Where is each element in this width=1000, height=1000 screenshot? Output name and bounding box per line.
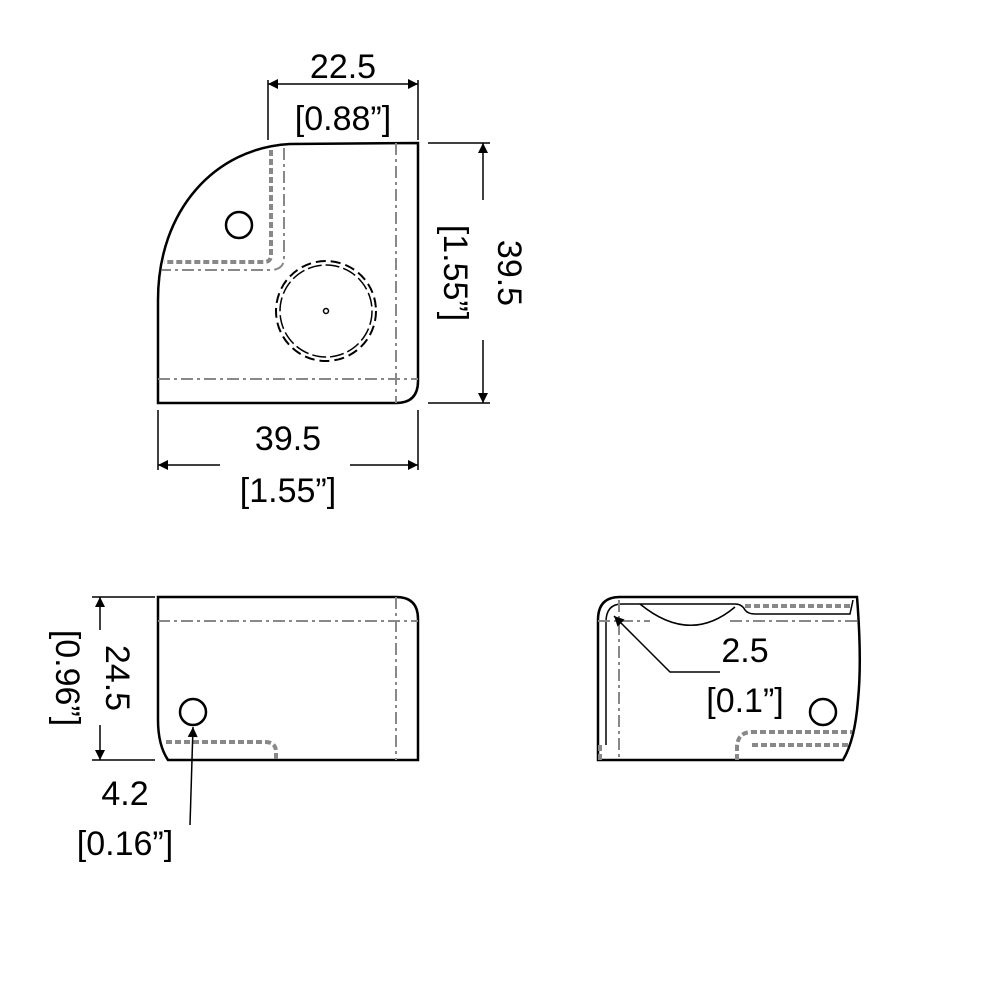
center-mark [322, 307, 330, 315]
wall-dim-value: 2.5 [721, 632, 768, 670]
end-view: 2.5 [0.1”] [596, 595, 862, 762]
hole-leader [187, 726, 198, 826]
hidden-bore-inner [279, 264, 373, 358]
bottom-dim-inch: [1.55”] [240, 472, 336, 510]
end-hole [808, 697, 838, 727]
hidden-channel-edge [162, 148, 285, 271]
end-cutout-arc [639, 603, 736, 626]
side-view: 24.5 [0.96”] 4.2 [0.16”] [48, 595, 420, 863]
hole-dim-value: 4.2 [101, 775, 148, 813]
end-hidden-lines [598, 600, 858, 760]
top-view: 22.5 [0.88”] 39.5 [1.55”] 39.5 [1.55”] [156, 48, 528, 510]
side-height-dim-value: 24.5 [98, 645, 136, 711]
side-view-outline [156, 595, 420, 762]
height-dim-value: 39.5 [490, 240, 528, 306]
end-view-outline [596, 595, 862, 762]
top-view-outline [156, 141, 420, 405]
hole-dim-inch: [0.16”] [77, 825, 173, 863]
wall-leader [613, 615, 720, 673]
width-dim-inch: [0.88”] [295, 100, 391, 138]
height-dim-inch: [1.55”] [436, 225, 474, 321]
hidden-channel [164, 150, 273, 264]
wall-dim-inch: [0.1”] [706, 682, 783, 720]
side-hole [178, 697, 208, 727]
hidden-wall-lines [158, 143, 418, 403]
width-dim-value: 22.5 [310, 48, 376, 86]
mounting-hole [224, 210, 254, 240]
hidden-bore-outer [275, 260, 377, 362]
side-height-dim-inch: [0.96”] [48, 630, 86, 726]
bottom-dim-value: 39.5 [255, 420, 321, 458]
side-hidden-lines [158, 597, 418, 760]
end-inner-wall [605, 599, 854, 745]
side-hidden-channel [166, 740, 278, 760]
end-hidden-channel [598, 730, 852, 760]
